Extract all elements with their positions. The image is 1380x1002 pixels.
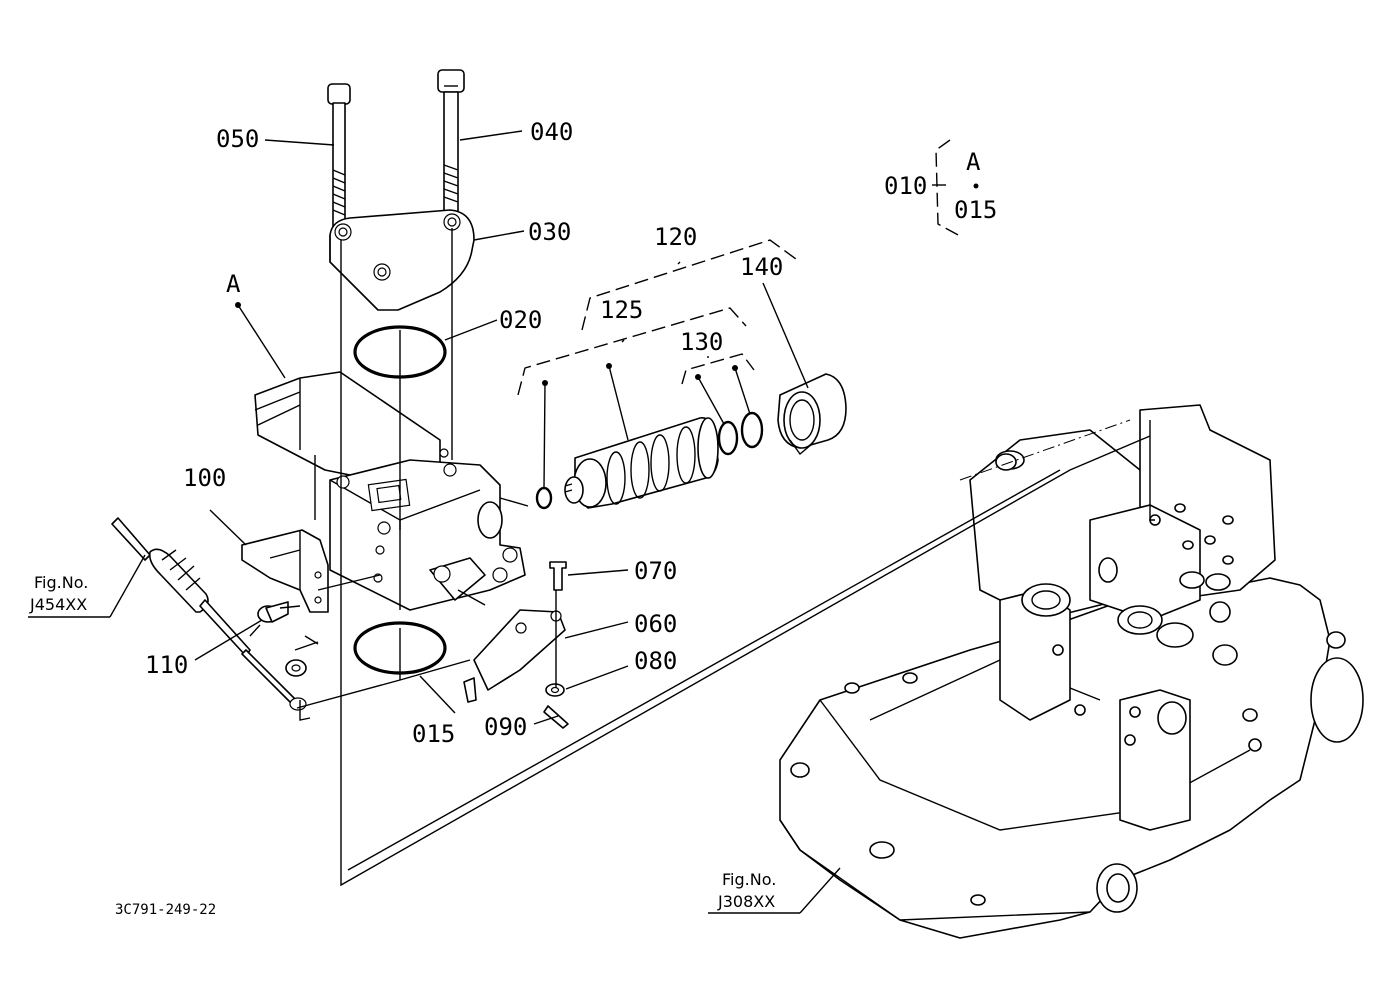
label-080: 080 — [634, 647, 677, 675]
label-ref-a-body: A — [226, 270, 241, 298]
fig-ref-left-title: Fig.No. — [34, 573, 88, 592]
label-070: 070 — [634, 557, 677, 585]
washer-left[interactable] — [285, 659, 307, 677]
o-ring-130a[interactable] — [717, 420, 739, 456]
plug-110[interactable] — [257, 601, 289, 623]
label-030: 030 — [528, 218, 571, 246]
control-cable[interactable] — [111, 517, 307, 711]
leader-lines — [28, 130, 979, 914]
valve-body[interactable] — [254, 371, 526, 611]
label-010: 010 — [884, 172, 927, 200]
drawing-code: 3C791-249-22 — [115, 902, 216, 918]
bracket-100[interactable] — [241, 529, 329, 613]
label-120: 120 — [654, 223, 697, 251]
ring-nut-140[interactable] — [777, 373, 847, 456]
assembly-centerlines — [249, 228, 1155, 887]
hydraulic-housing — [779, 404, 1364, 939]
label-060: 060 — [634, 610, 677, 638]
o-ring-small-125[interactable] — [535, 486, 553, 510]
label-090: 090 — [484, 713, 527, 741]
bolt-040[interactable] — [437, 69, 465, 219]
label-020: 020 — [499, 306, 542, 334]
cover-plate-030[interactable] — [329, 209, 475, 311]
bolt-050[interactable] — [327, 83, 351, 234]
label-040: 040 — [530, 118, 573, 146]
pin-070[interactable] — [549, 561, 567, 591]
spool-cartridge-125[interactable] — [564, 417, 719, 509]
washer-080[interactable] — [545, 683, 565, 697]
fig-ref-right-title: Fig.No. — [722, 870, 776, 889]
label-125: 125 — [600, 296, 643, 324]
fig-ref-left-code: J454XX — [29, 595, 87, 614]
label-050: 050 — [216, 125, 259, 153]
label-130: 130 — [680, 328, 723, 356]
fig-ref-right-code: J308XX — [717, 892, 775, 911]
group-brackets — [517, 139, 961, 396]
label-140: 140 — [740, 253, 783, 281]
label-ref-a-top: A — [966, 148, 981, 176]
o-ring-130b[interactable] — [740, 411, 764, 449]
label-110: 110 — [145, 651, 188, 679]
label-015-top: 015 — [954, 196, 997, 224]
label-100: 100 — [183, 464, 226, 492]
label-015: 015 — [412, 720, 455, 748]
